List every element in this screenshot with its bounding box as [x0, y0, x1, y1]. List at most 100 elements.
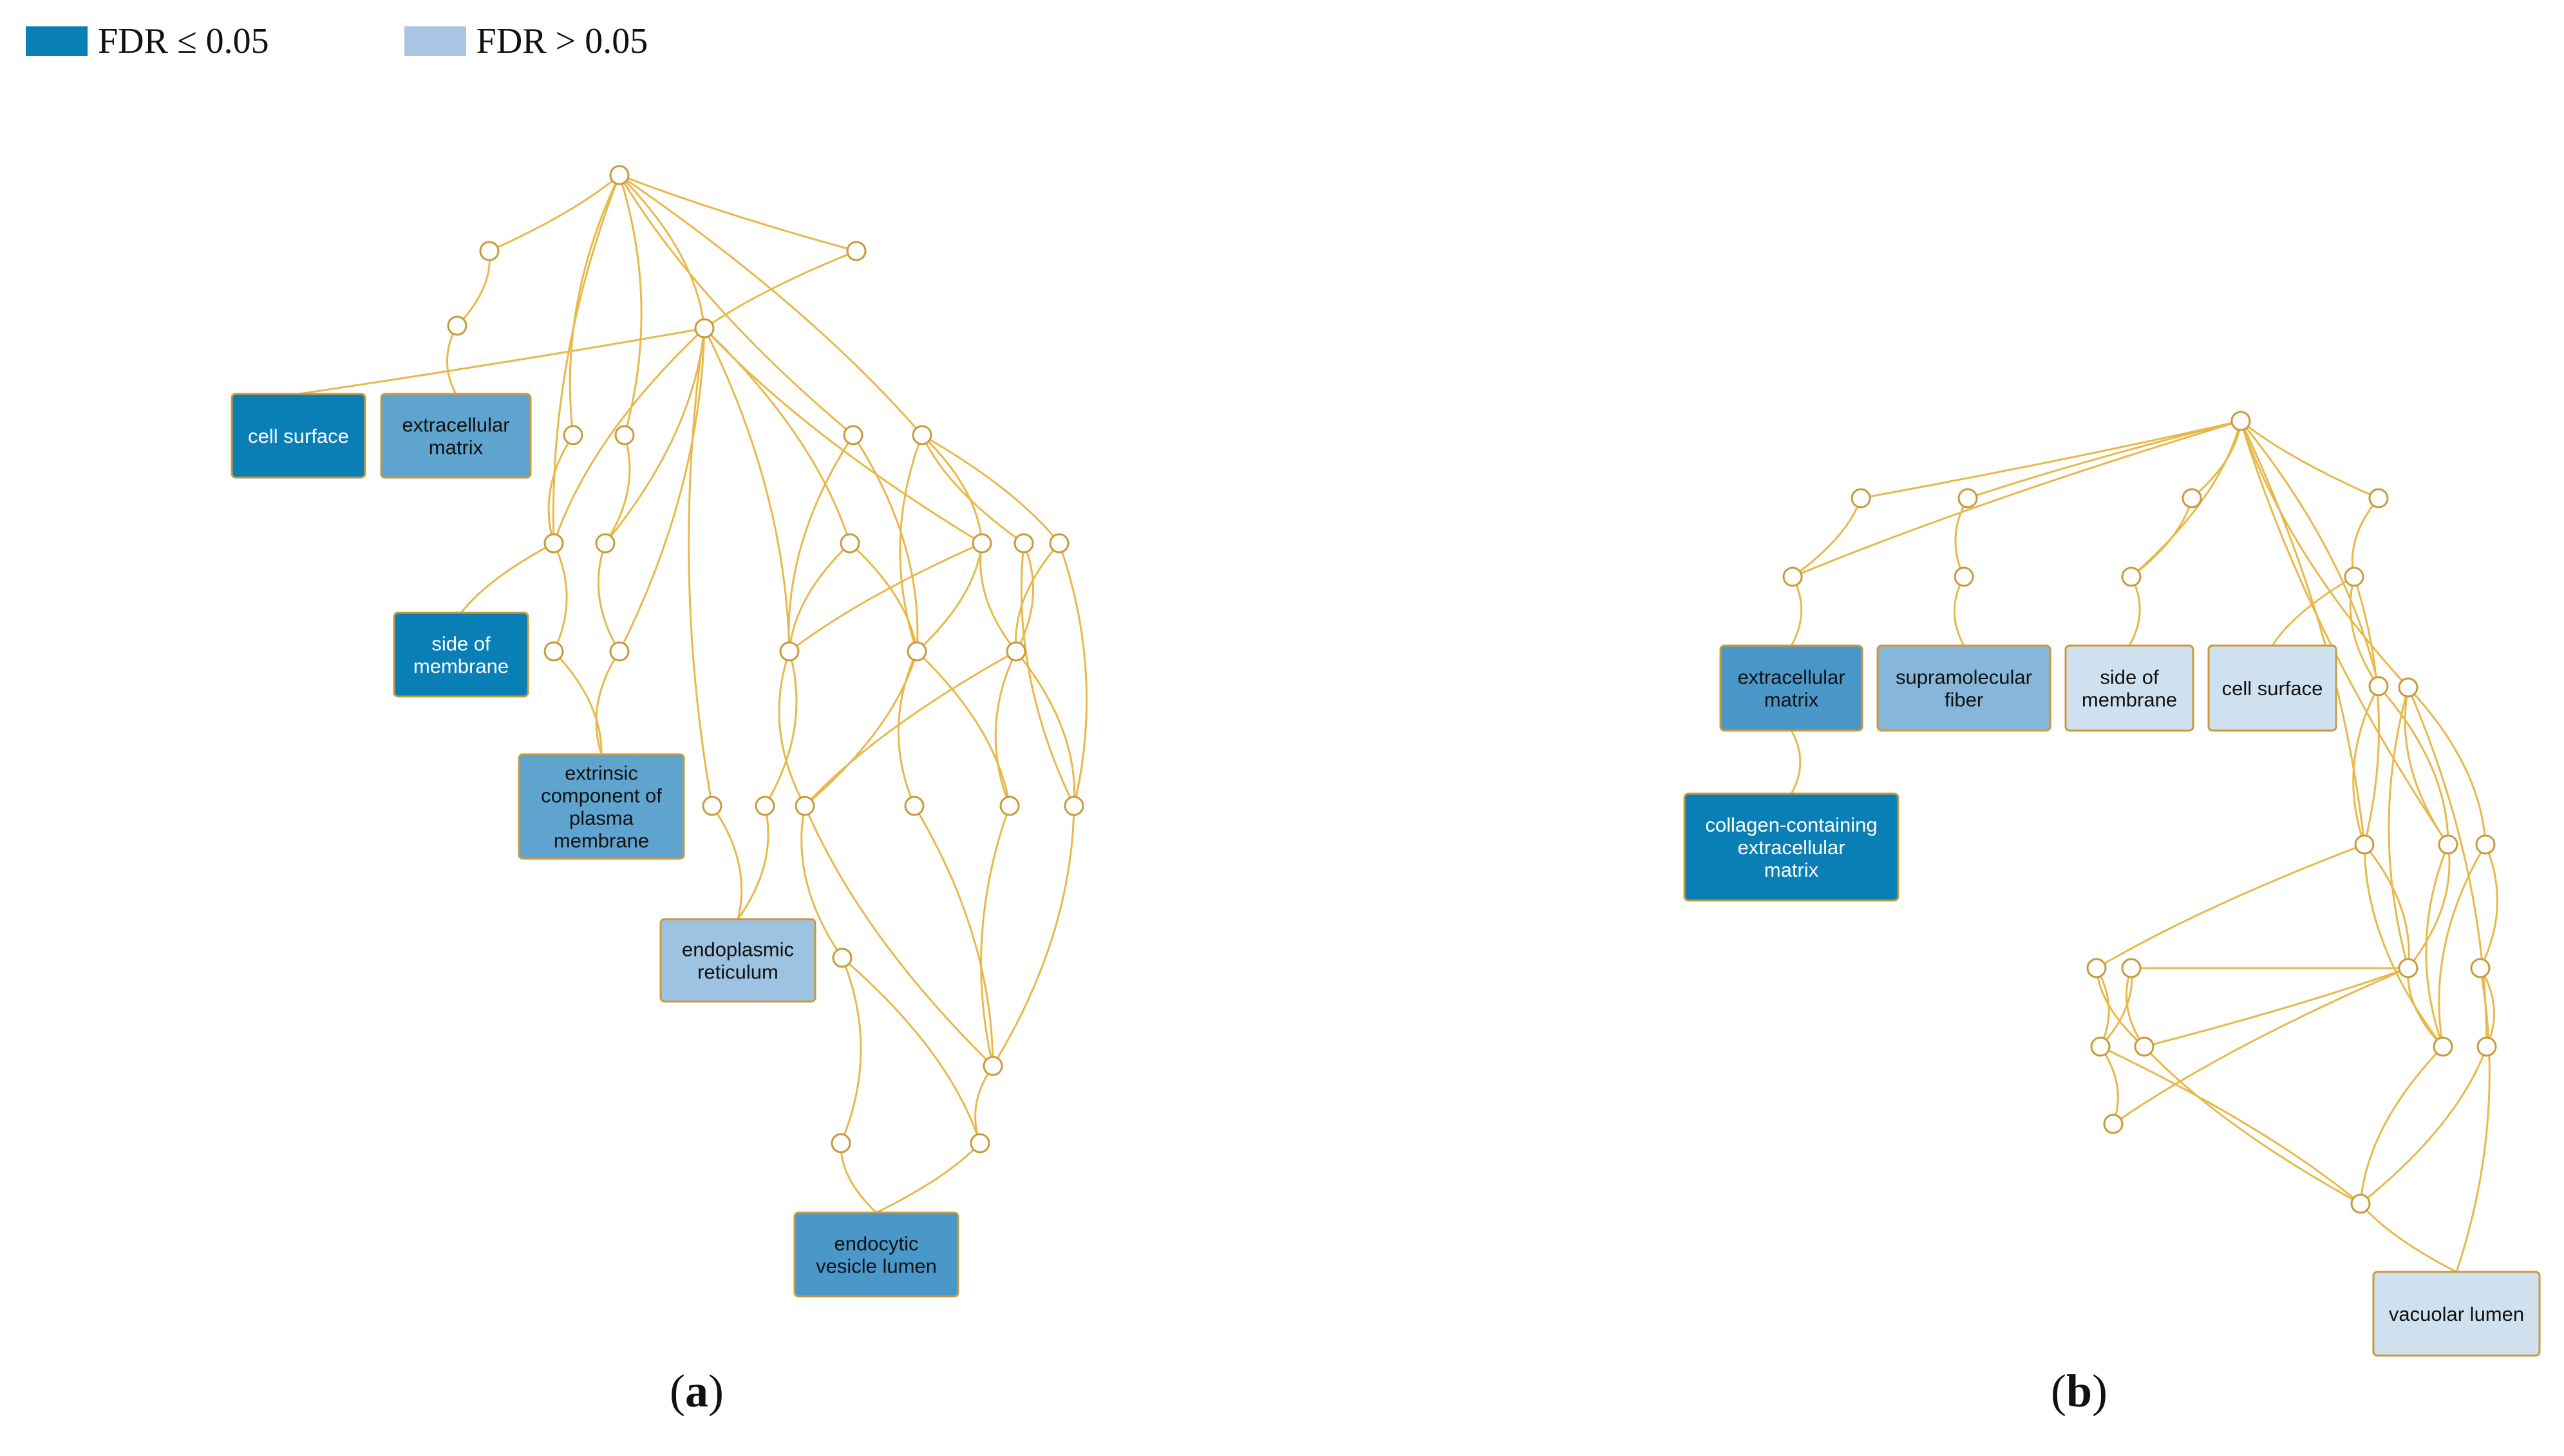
circle-node-b-7 — [2121, 566, 2142, 587]
edge-b-38 — [2144, 967, 2409, 1048]
edge-a-14 — [618, 328, 706, 652]
circle-node-a-27 — [983, 1056, 1003, 1076]
edge-b-47 — [2113, 967, 2409, 1125]
edge-a-20 — [604, 434, 631, 544]
circle-node-a-14 — [1049, 533, 1070, 554]
circle-node-b-8 — [2344, 566, 2364, 587]
edge-b-23 — [2404, 687, 2449, 845]
edge-a-25 — [595, 651, 621, 755]
term-box-a-2 — [393, 611, 529, 698]
edge-a-18 — [703, 328, 791, 652]
edge-a-0 — [489, 174, 620, 252]
edge-a-38 — [1015, 543, 1035, 652]
edge-b-24 — [2407, 686, 2487, 845]
edge-b-16 — [1790, 730, 1802, 794]
circle-node-a-6 — [614, 425, 635, 445]
term-label-a-3-1: component of — [541, 785, 662, 807]
edge-a-7 — [552, 174, 621, 544]
circle-node-b-17 — [2470, 958, 2491, 978]
edge-a-50 — [737, 805, 769, 920]
edge-a-27 — [787, 434, 854, 652]
edge-b-28 — [2363, 844, 2410, 969]
edge-a-45 — [897, 651, 918, 807]
term-node-b-5: vacuolar lumen — [2372, 1271, 2541, 1357]
edge-b-2 — [2191, 420, 2242, 499]
edge-b-21 — [2352, 686, 2380, 845]
term-label-b-5-0: vacuolar lumen — [2389, 1303, 2524, 1325]
circle-node-b-1 — [1851, 488, 1871, 509]
edge-a-49 — [804, 650, 1017, 807]
term-label-b-1-0: supramolecular — [1896, 666, 2032, 689]
circle-node-a-26 — [832, 947, 853, 968]
edge-a-41 — [1020, 543, 1075, 807]
term-label-b-1-1: fiber — [1945, 689, 1983, 711]
edge-a-11 — [704, 250, 857, 330]
term-node-b-3: cell surface — [2207, 644, 2337, 732]
edge-a-1 — [619, 174, 857, 252]
legend-swatch-nonsignificant — [404, 26, 466, 56]
edge-a-26 — [711, 805, 743, 920]
circle-node-a-16 — [609, 641, 630, 662]
circle-node-a-10 — [595, 533, 616, 554]
edge-b-19 — [2349, 576, 2380, 687]
circle-node-a-9 — [543, 533, 564, 554]
circle-node-a-25 — [1064, 796, 1084, 816]
edge-a-9 — [446, 325, 458, 395]
circle-node-a-15 — [543, 641, 564, 662]
circle-node-a-13 — [1013, 533, 1034, 554]
circle-node-a-20 — [702, 796, 722, 816]
circle-node-b-13 — [2475, 834, 2496, 855]
edge-a-13 — [552, 327, 706, 544]
edge-a-56 — [840, 957, 862, 1144]
edge-b-3 — [2240, 420, 2379, 499]
edge-a-58 — [842, 957, 981, 1144]
edge-b-5 — [2239, 420, 2409, 689]
term-label-b-0-1: matrix — [1764, 689, 1819, 711]
term-box-b-0 — [1719, 644, 1863, 732]
edge-a-60 — [876, 1142, 981, 1214]
panel-label-b: (b) — [2051, 1365, 2108, 1417]
circle-node-a-3 — [447, 315, 467, 336]
edge-a-28 — [852, 434, 919, 652]
circle-node-a-11 — [840, 533, 860, 554]
edge-a-10 — [298, 327, 705, 395]
edge-a-22 — [552, 543, 568, 652]
term-label-b-4-2: matrix — [1764, 859, 1819, 881]
edge-a-32 — [921, 434, 1060, 544]
edge-b-4 — [2239, 420, 2380, 687]
circle-node-b-12 — [2438, 834, 2458, 855]
edge-a-21 — [460, 542, 554, 613]
term-label-b-4-0: collagen-containing — [1705, 814, 1877, 836]
edge-b-44 — [2100, 1045, 2361, 1205]
edge-a-53 — [980, 805, 1011, 1067]
term-box-b-3 — [2207, 644, 2337, 732]
edge-b-1 — [1967, 420, 2241, 499]
edge-a-19 — [547, 434, 574, 544]
term-box-b-4 — [1683, 792, 1899, 902]
edge-b-6 — [2239, 420, 2366, 845]
circle-node-a-5 — [563, 425, 583, 445]
edge-a-24 — [552, 650, 603, 755]
edge-b-31 — [2425, 844, 2449, 1047]
term-box-a-3 — [518, 753, 685, 860]
legend-label-significant: FDR ≤ 0.05 — [98, 21, 269, 61]
edge-b-42 — [2099, 1046, 2119, 1125]
circle-node-a-12 — [972, 533, 992, 554]
term-label-a-2-0: side of — [431, 633, 491, 655]
edge-a-37 — [979, 543, 1017, 652]
edge-a-8 — [456, 250, 491, 327]
edge-b-45 — [2359, 1045, 2444, 1204]
edge-a-33 — [788, 542, 851, 652]
circle-node-a-2 — [846, 241, 867, 261]
circle-node-a-19 — [1006, 641, 1026, 662]
term-label-a-3-3: membrane — [554, 830, 649, 852]
legend-item-nonsignificant: FDR > 0.05 — [404, 21, 648, 62]
edge-b-27 — [2096, 843, 2365, 969]
circle-node-a-1 — [479, 241, 500, 261]
edge-b-48 — [2455, 967, 2491, 1273]
edge-b-43 — [2143, 1045, 2361, 1205]
circle-node-a-17 — [779, 641, 800, 662]
edge-a-30 — [921, 434, 983, 544]
